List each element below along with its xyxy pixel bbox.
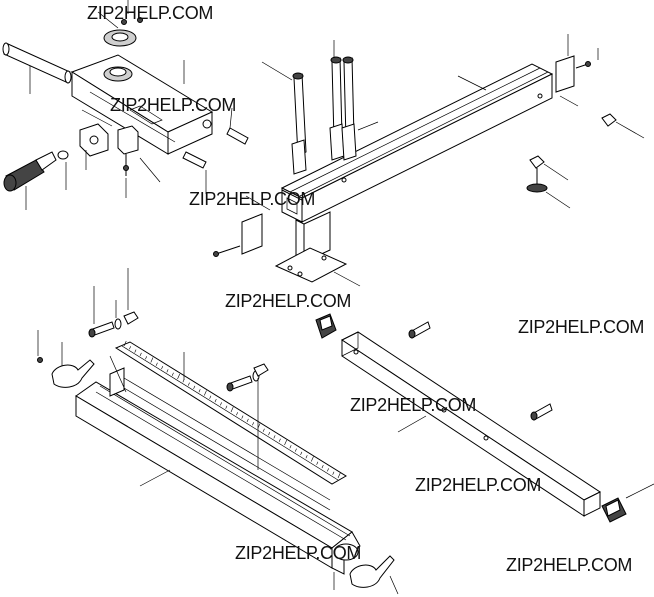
watermark: ZIP2HELP.COM xyxy=(350,395,477,415)
watermark: ZIP2HELP.COM xyxy=(518,317,645,337)
scale-tick xyxy=(316,461,319,465)
main-beam-assembly xyxy=(213,34,645,287)
leader-lines xyxy=(245,34,645,287)
end-plate xyxy=(213,213,263,257)
scale-tick xyxy=(129,346,131,350)
watermark: ZIP2HELP.COM xyxy=(189,189,316,209)
scale-tick xyxy=(289,445,292,449)
watermark: ZIP2HELP.COM xyxy=(415,475,542,495)
watermark: ZIP2HELP.COM xyxy=(506,555,633,575)
carriage-assembly xyxy=(2,0,249,210)
small-screw xyxy=(121,17,143,25)
long-bolts xyxy=(291,56,357,175)
scale-strip xyxy=(114,340,347,485)
scale-tick xyxy=(284,439,288,446)
washer xyxy=(103,29,137,47)
scale-tick xyxy=(241,415,244,419)
guide-rod xyxy=(2,42,72,84)
fence-rail xyxy=(109,367,331,511)
watermark: ZIP2HELP.COM xyxy=(110,95,237,115)
scale-tick xyxy=(305,455,308,459)
lock-block xyxy=(79,123,139,176)
scale-tick xyxy=(278,438,281,442)
scale-tick xyxy=(193,385,196,390)
square-tube xyxy=(341,331,601,517)
scale-tick xyxy=(262,428,265,432)
scale-tick xyxy=(310,456,314,462)
scale-tick xyxy=(203,390,207,396)
scale-tick xyxy=(236,412,238,416)
scale-tick xyxy=(327,468,329,472)
scale-tick xyxy=(332,471,335,475)
watermark: ZIP2HELP.COM xyxy=(87,3,214,23)
scale-tick xyxy=(198,389,201,393)
scale-tick xyxy=(171,372,174,376)
end-cap xyxy=(281,189,303,223)
scale-tick xyxy=(225,405,228,409)
leader-lines xyxy=(25,0,233,210)
fence-assembly xyxy=(37,268,399,595)
scale-tick xyxy=(337,472,341,479)
scale-tick xyxy=(209,395,212,399)
bolt xyxy=(408,321,553,421)
base-plate xyxy=(274,247,348,283)
scale-tick xyxy=(321,464,324,469)
tube-end-cap xyxy=(315,313,627,523)
nut xyxy=(123,311,269,377)
scale-tick xyxy=(155,362,158,366)
end-plate xyxy=(555,55,591,93)
scale-tick xyxy=(177,373,181,380)
cross-tube-assembly xyxy=(315,313,654,523)
scale-tick xyxy=(145,356,148,360)
leader-lines xyxy=(37,268,399,595)
nut xyxy=(529,113,617,169)
end-clamp xyxy=(51,359,395,588)
scale-tick xyxy=(230,406,234,413)
watermark: ZIP2HELP.COM xyxy=(225,291,352,311)
leader-lines xyxy=(397,415,654,499)
scale-tick xyxy=(187,382,190,386)
scale-tick xyxy=(252,422,255,426)
scale-tick xyxy=(214,398,217,403)
scale-tick xyxy=(220,402,222,406)
bolt xyxy=(88,321,253,392)
scale-ticks xyxy=(123,340,341,479)
pin xyxy=(182,127,249,169)
watermark: ZIP2HELP.COM xyxy=(235,543,362,563)
carriage-body xyxy=(70,54,214,155)
scale-tick xyxy=(300,451,303,456)
lock-knob xyxy=(3,150,69,192)
channel-extrusion xyxy=(75,381,361,575)
scale-tick xyxy=(139,352,142,357)
scale-tick xyxy=(166,369,169,373)
leveling-foot xyxy=(526,168,548,193)
scale-tick xyxy=(273,435,276,439)
scale-tick xyxy=(123,340,127,347)
scale-tick xyxy=(294,448,297,452)
scale-tick xyxy=(150,357,154,363)
small-screw xyxy=(37,357,43,363)
scale-tick xyxy=(268,431,271,436)
square-tube-beam xyxy=(280,63,554,223)
scale-tick xyxy=(246,418,249,423)
scale-tick xyxy=(134,349,137,353)
scale-tick xyxy=(161,365,164,370)
